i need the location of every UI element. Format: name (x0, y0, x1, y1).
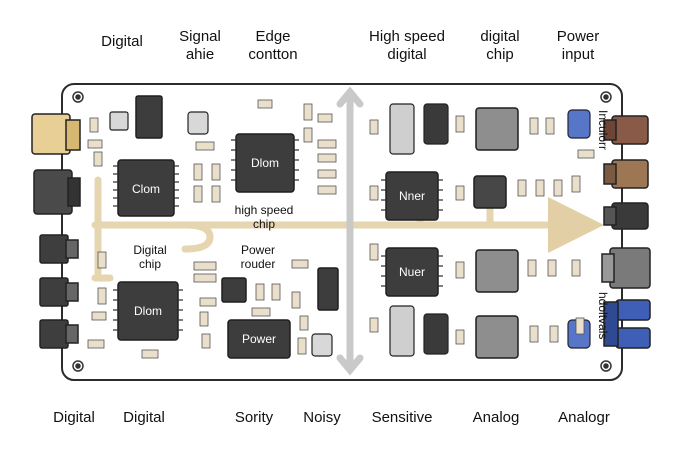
label-signal: Signal ahie (179, 28, 221, 64)
analog-digital-divider (336, 86, 364, 376)
label-analog: Analog (472, 409, 520, 426)
label-digital-chip-top-line2: chip (486, 46, 514, 63)
right-connectors (601, 115, 651, 349)
label-digital-chip-inner: Digital chip (133, 243, 166, 271)
chip-power (227, 319, 291, 359)
label-signal-line2: ahie (185, 46, 215, 63)
label-edge-line1: Edge (255, 28, 291, 45)
label-edge: Edge contton (248, 28, 297, 64)
mounting-holes (72, 91, 612, 372)
ic-chips (117, 95, 519, 359)
label-edge-line2: contton (248, 46, 298, 63)
label-high-speed-chip-line2: chip (252, 217, 275, 231)
label-noisy: Noisy (303, 409, 341, 426)
large-passives (109, 103, 449, 357)
label-sority: Sority (234, 409, 274, 426)
chip-label-nner: Nner (398, 189, 426, 203)
label-sensitive: Sensitive (371, 409, 433, 426)
label-analogr: Analogr (558, 409, 610, 426)
chip-nner (385, 171, 439, 221)
label-digital-bottom-2: Digital (123, 409, 165, 426)
label-right-bottom: hdoltvals (596, 292, 610, 340)
label-power-router-line2: rouder (240, 257, 276, 271)
label-digital-chip-top: digital chip (480, 28, 519, 64)
chip-label-clom: Clom (131, 182, 161, 196)
label-right-top: Inculorr (596, 110, 610, 151)
label-power-input-line2: input (561, 46, 595, 63)
label-digital-chip-inner-line1: Digital (133, 243, 167, 257)
label-high-speed-line1: High speed (369, 28, 445, 45)
chip-clom (117, 159, 175, 217)
chip-nuer (385, 247, 439, 297)
power-capacitors (567, 109, 591, 349)
chip-label-nuer: Nuer (398, 265, 426, 279)
signal-flow-arrows (91, 176, 604, 282)
label-signal-line1: Signal (179, 28, 221, 45)
label-digital-chip-inner-line2: chip (138, 257, 162, 271)
label-high-speed-chip: high speed chip (235, 203, 294, 231)
chip-dlom-bottom (117, 281, 179, 341)
label-high-speed: High speed digital (369, 28, 445, 64)
label-power-input: Power input (557, 28, 600, 64)
label-digital-top: Digital (101, 33, 143, 50)
left-connectors (31, 113, 81, 349)
label-high-speed-chip-line1: high speed (234, 203, 294, 217)
chip-pins (113, 139, 443, 331)
chip-label-dlom-bottom: Dlom (133, 304, 163, 318)
chip-dlom-top (235, 133, 295, 193)
label-high-speed-line2: digital (387, 46, 427, 63)
chip-label-power: Power (241, 332, 277, 346)
smd-passives (87, 99, 595, 359)
label-power-router: Power rouder (241, 243, 276, 271)
chip-label-dlom-top: Dlom (250, 156, 280, 170)
label-power-input-line1: Power (556, 28, 600, 45)
label-digital-chip-top-line1: digital (480, 28, 520, 45)
label-power-router-line1: Power (240, 243, 275, 257)
label-digital-bottom-1: Digital (53, 409, 95, 426)
